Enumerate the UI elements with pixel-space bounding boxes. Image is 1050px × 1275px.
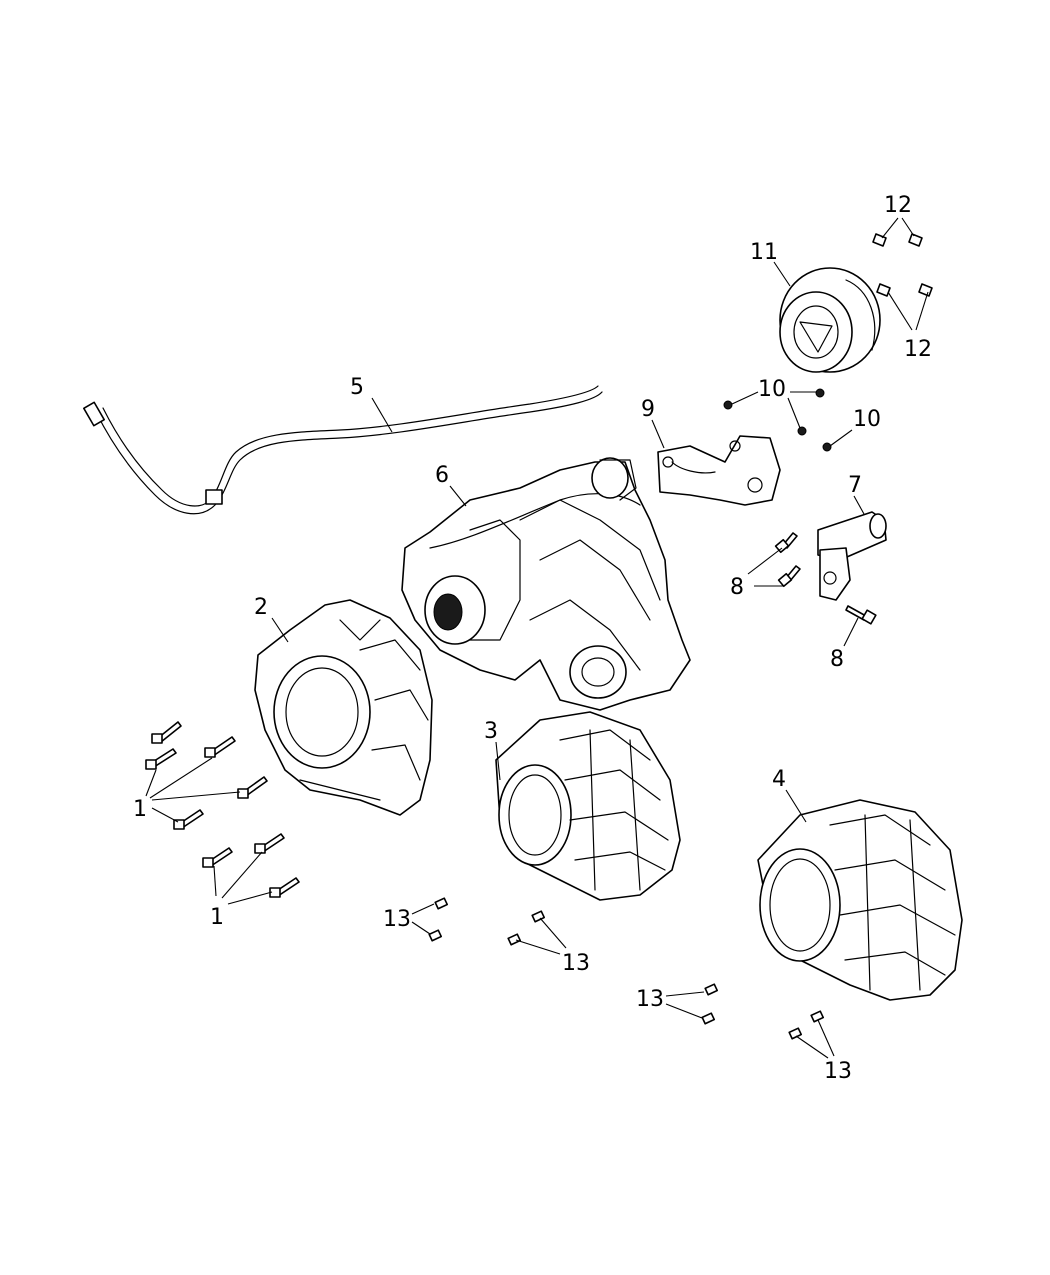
extension-housing-3	[495, 711, 681, 901]
callout-1b: 1	[210, 905, 224, 930]
adapter-housing	[254, 599, 433, 816]
callout-12a: 12	[884, 193, 912, 218]
callout-10a: 10	[758, 377, 786, 402]
ring-cover	[779, 267, 881, 373]
transfer-case-assembly	[401, 457, 691, 711]
callout-7: 7	[848, 473, 862, 498]
callout-13b: 13	[562, 951, 590, 976]
callout-2: 2	[254, 595, 268, 620]
callout-6: 6	[435, 463, 449, 488]
callout-13c: 13	[636, 987, 664, 1012]
bolt-8-set	[774, 532, 877, 625]
bolt-1-set	[145, 721, 300, 898]
dowel-13-set	[428, 897, 825, 1040]
callout-8a: 8	[730, 575, 744, 600]
nut-10-set	[723, 388, 832, 452]
callout-labels: 1 1 2 3 4 5 6 7 8 8 9 10 10 11 12 12 13 …	[133, 193, 932, 1084]
callout-10b: 10	[853, 407, 881, 432]
callout-1a: 1	[133, 797, 147, 822]
vent-tube	[83, 385, 603, 515]
callout-5: 5	[350, 375, 364, 400]
callout-13a: 13	[383, 907, 411, 932]
callout-3: 3	[484, 719, 498, 744]
callout-4: 4	[772, 767, 786, 792]
callout-11: 11	[750, 240, 778, 265]
shift-actuator	[817, 511, 887, 601]
leader-lines	[145, 217, 929, 1059]
extension-housing-4	[757, 799, 963, 1001]
callout-8b: 8	[830, 647, 844, 672]
callout-13d: 13	[824, 1059, 852, 1084]
mounting-bracket	[657, 435, 781, 506]
screw-12-set	[872, 233, 933, 297]
callout-9: 9	[641, 397, 655, 422]
callout-12b: 12	[904, 337, 932, 362]
